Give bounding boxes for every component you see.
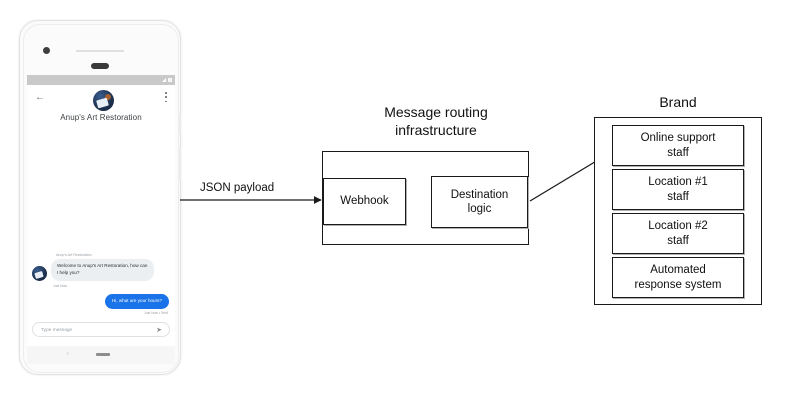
phone-volume-button[interactable] — [179, 147, 181, 181]
phone-screen: ← Anup's Art Restoration Anup's Art Rest… — [27, 75, 175, 346]
send-icon[interactable]: ➤ — [156, 326, 162, 334]
brand-item-line-1: Location #1 — [648, 176, 708, 189]
brand-item-location-2-staff[interactable]: Location #2 staff — [612, 213, 744, 254]
webhook-label: Webhook — [340, 195, 389, 208]
brand-avatar-icon — [93, 90, 114, 111]
brand-item-line-2: response system — [634, 278, 722, 291]
phone-mockup: ← Anup's Art Restoration Anup's Art Rest… — [19, 20, 181, 375]
brand-item-line-2: staff — [667, 190, 689, 203]
phone-sensor-pill — [91, 63, 109, 69]
brand-item-line-2: staff — [667, 234, 689, 247]
destination-logic-line-2: logic — [467, 203, 492, 215]
destination-logic-line-1: Destination — [450, 188, 509, 201]
brand-item-line-1: Online support — [640, 132, 716, 145]
message-sender-label: Anup's Art Restoration — [56, 253, 92, 257]
android-nav-bar: ‹ — [27, 346, 175, 364]
brand-item-online-support-staff[interactable]: Online support staff — [612, 125, 744, 166]
json-payload-label: JSON payload — [200, 182, 275, 194]
brand-item-line-1: Automated — [650, 264, 706, 277]
routing-title-line-2: infrastructure — [395, 121, 477, 138]
status-bar — [27, 75, 175, 85]
chat-conversation: Anup's Art Restoration Welcome to Anup's… — [27, 137, 175, 346]
chat-app-header: ← Anup's Art Restoration — [27, 85, 175, 137]
brand-item-automated-response-system[interactable]: Automated response system — [612, 257, 744, 298]
battery-icon — [168, 78, 172, 82]
nav-home-icon[interactable] — [96, 353, 110, 356]
front-camera-icon — [43, 47, 50, 54]
agent-avatar-icon — [32, 266, 47, 281]
outgoing-message-timestamp: Just Now • Sent — [144, 311, 168, 315]
earpiece-speaker — [76, 50, 124, 52]
webhook-box[interactable]: Webhook — [323, 178, 406, 225]
routing-title-line-1: Message routing — [384, 104, 488, 120]
nav-back-icon[interactable]: ‹ — [67, 351, 69, 357]
phone-bezel — [23, 24, 179, 373]
brand-item-line-1: Location #2 — [648, 220, 708, 233]
brand-item-line-2: staff — [667, 146, 689, 159]
outgoing-message-bubble: Hi, what are your hours? — [104, 294, 169, 309]
destination-logic-box[interactable]: Destination logic — [431, 176, 528, 228]
brand-item-location-1-staff[interactable]: Location #1 staff — [612, 169, 744, 210]
routing-infrastructure-title: Message routing infrastructure — [336, 104, 536, 139]
overflow-menu-icon[interactable] — [165, 92, 167, 102]
back-arrow-icon[interactable]: ← — [35, 92, 45, 103]
incoming-message-timestamp: Just Now — [53, 284, 67, 288]
phone-power-button[interactable] — [179, 113, 181, 135]
signal-triangle-icon — [162, 78, 166, 82]
brand-name: Anup's Art Restoration — [60, 113, 142, 122]
message-input-placeholder[interactable]: Type message — [41, 327, 73, 333]
message-composer[interactable]: Type message ➤ — [32, 322, 170, 337]
incoming-message-bubble: Welcome to Anup's Art Restoration, how c… — [51, 259, 154, 281]
brand-title: Brand — [659, 94, 697, 110]
